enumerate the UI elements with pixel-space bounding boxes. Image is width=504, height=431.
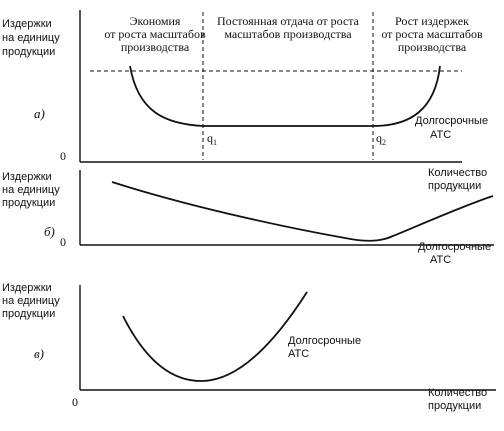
panel-b-zero: 0 <box>60 235 66 249</box>
panel-b-curve-label-line-1: Долгосрочные <box>418 241 491 253</box>
panel-c-ylabel-line-2: на единицу <box>2 295 60 307</box>
panel-c-xlabel-line-1: Количество <box>428 387 487 399</box>
panel-b: Издержки на единицу продукции б) 0 Колич… <box>2 167 494 266</box>
panel-a-ylabel-line-3: продукции <box>2 46 55 58</box>
region-rising-line-2: от роста масштабов <box>381 27 483 41</box>
panel-a: Издержки на единицу продукции а) 0 Эконо… <box>2 10 488 163</box>
panel-c-xlabel-line-2: продукции <box>428 400 481 412</box>
panel-c-ylabel-line-3: продукции <box>2 308 55 320</box>
panel-b-ylabel-line-3: продукции <box>2 197 55 209</box>
panel-b-curve-label-line-2: АТС <box>430 254 451 266</box>
panel-b-xlabel-line-2: продукции <box>428 180 481 192</box>
region-economy-line-3: производства <box>121 40 190 54</box>
q2-label: q2 <box>376 131 386 147</box>
panel-c-curve-label-line-1: Долгосрочные <box>288 335 361 347</box>
region-constant-line-2: масштабов производства <box>224 27 352 41</box>
region-economy-line-1: Экономия <box>130 14 181 28</box>
panel-b-ylabel-line-1: Издержки <box>2 171 52 183</box>
panel-c: Издержки на единицу продукции в) 0 Колич… <box>2 282 496 412</box>
panel-c-ylabel-line-1: Издержки <box>2 282 52 294</box>
region-rising-line-1: Рост издержек <box>395 14 469 28</box>
region-rising-line-3: производства <box>398 40 467 54</box>
region-economy-line-2: от роста масштабов <box>104 27 206 41</box>
panel-b-ylabel-line-2: на единицу <box>2 184 60 196</box>
panel-a-zero: 0 <box>60 149 66 163</box>
panel-c-label: в) <box>34 346 44 361</box>
panel-a-curve-label-line-1: Долгосрочные <box>415 115 488 127</box>
q1-label: q1 <box>207 131 217 147</box>
panel-a-ylabel-line-2: на единицу <box>2 32 60 44</box>
panel-a-atc-curve <box>129 65 441 127</box>
panel-b-atc-curve <box>111 181 494 242</box>
panel-b-label: б) <box>44 224 55 239</box>
panel-c-atc-curve <box>122 291 308 382</box>
panel-a-ylabel-line-1: Издержки <box>2 18 52 30</box>
panel-c-zero: 0 <box>72 395 78 409</box>
region-constant-line-1: Постоянная отдача от роста <box>217 14 360 28</box>
panel-b-xlabel-line-1: Количество <box>428 167 487 179</box>
panel-a-label: а) <box>34 106 45 121</box>
panel-a-curve-label-line-2: АТС <box>430 129 451 141</box>
panel-c-curve-label-line-2: АТС <box>288 348 309 360</box>
